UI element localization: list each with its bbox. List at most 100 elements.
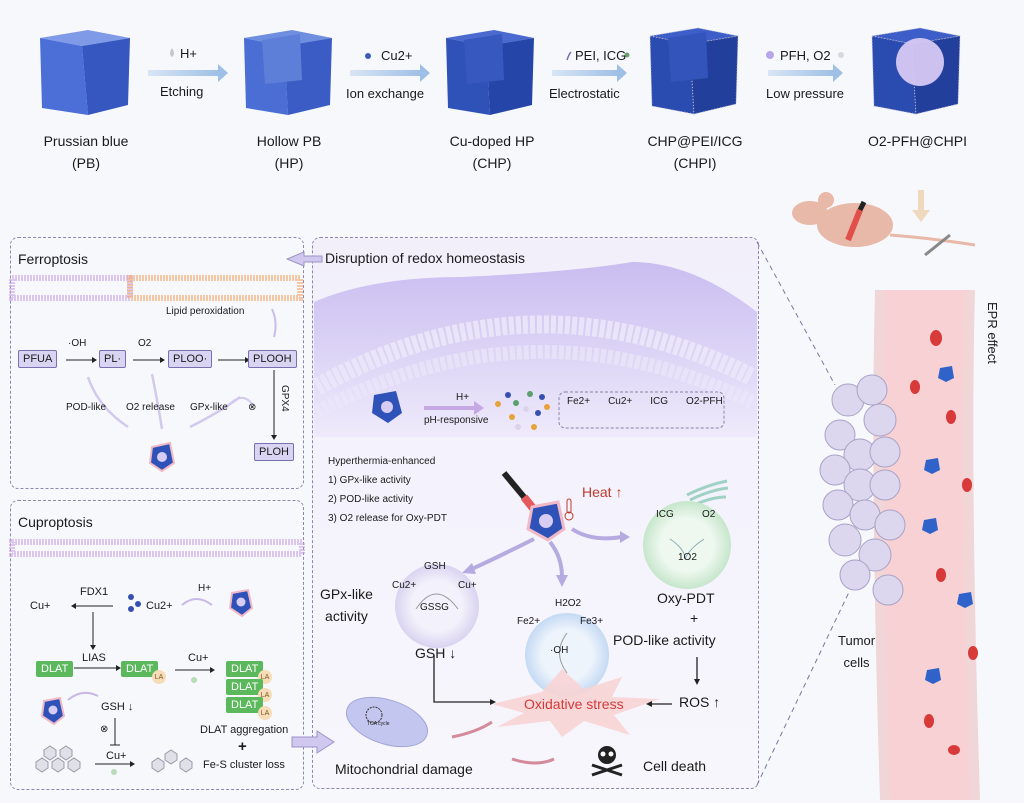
ion-legend-box: [558, 391, 725, 429]
membrane-band: [9, 539, 305, 557]
hyperthermia-heading: Hyperthermia-enhanced: [328, 456, 436, 467]
legend-o2pfh: O2-PFH: [686, 396, 723, 407]
cu-plus-label: Cu+: [30, 600, 51, 612]
arrow-to-ferroptosis: [285, 251, 323, 267]
pod-h2o2: H2O2: [555, 598, 582, 609]
pod-like-activity-label: POD-like activity: [613, 632, 716, 648]
arrow3-process: Electrostatic: [549, 86, 620, 101]
pdt-icg: ICG: [656, 509, 674, 520]
gpx4-label: GPX4: [279, 385, 290, 412]
node-pl: PL·: [99, 350, 127, 368]
dlat-aggregation-label: DLAT aggregation: [200, 724, 289, 736]
arrow1-reagent: H+: [180, 46, 197, 61]
pdt-circle: [643, 501, 731, 589]
heat-label: Heat ↑: [582, 484, 623, 500]
gpx-label-line: GPx-like: [320, 586, 373, 602]
ion-legend: Fe2+ Cu2+ ICG O2-PFH: [567, 396, 723, 407]
syringe-icon: [924, 233, 951, 257]
icg-dot-icon: [624, 52, 630, 58]
cuproptosis-title: Cuproptosis: [18, 514, 93, 530]
arrow4-process: Low pressure: [766, 86, 845, 101]
la-tag: LA: [258, 706, 272, 720]
driver-o2-release: O2 release: [126, 402, 175, 413]
edge-o2: O2: [138, 338, 152, 349]
cu-plus-label-2: Cu+: [188, 652, 209, 664]
node-plooh: PLOOH: [248, 350, 297, 368]
pei-strand-icon: [566, 51, 572, 61]
legend-fe2: Fe2+: [567, 396, 591, 407]
nanoparticle-icon: [372, 391, 402, 423]
nanoparticle-icon: [228, 588, 254, 618]
dlat-box: DLAT: [36, 661, 74, 677]
step-name: CHP@PEI/ICG: [647, 133, 743, 149]
fes-cluster-icon: [35, 745, 193, 773]
epr-effect-label: EPR effect: [985, 302, 1000, 364]
red-blood-cells: [910, 330, 978, 755]
golgi-icon: [686, 479, 729, 507]
arrow3-reagent: PEI, ICG: [575, 48, 627, 63]
step-chp-label: Cu-doped HP (CHP): [432, 130, 552, 174]
arrow-from-cuproptosis: [291, 730, 335, 754]
oxidative-stress-label: Oxidative stress: [524, 696, 624, 712]
mitochondrial-damage-label: Mitochondrial damage: [335, 761, 473, 777]
nanoparticle-icon: [526, 500, 566, 542]
o2-pfh-chpi-cube-icon: [871, 27, 961, 115]
gpx-cu1: Cu+: [458, 580, 477, 591]
nanoparticles-in-vessel: [922, 366, 973, 684]
step-hp-label: Hollow PB (HP): [234, 130, 344, 174]
tumor-label-line: cells: [843, 655, 870, 670]
step-o2pfh-label: O2-PFH@CHPI: [855, 130, 980, 152]
hyperthermia-list: Hyperthermia-enhanced 1) GPx-like activi…: [328, 452, 447, 528]
membrane-band: [9, 275, 133, 301]
fdx1-label: FDX1: [80, 586, 109, 598]
pdt-o2: O2: [702, 509, 716, 520]
step-abbr: (HP): [274, 155, 304, 171]
gsh-down-label: GSH ↓: [415, 645, 457, 661]
step-chpi-label: CHP@PEI/ICG (CHPI): [630, 130, 760, 174]
inhibit-icon: ⊗: [100, 724, 109, 735]
mitochondrion-icon: [345, 696, 429, 748]
ferroptosis-panel: [10, 237, 304, 489]
cuproptosis-panel: [10, 500, 304, 790]
pod-circle: [525, 613, 609, 697]
pod-fe3: Fe3+: [580, 616, 604, 627]
droplet-icon: [170, 48, 174, 57]
in-vivo-graphics: [792, 190, 980, 801]
nanoparticle-icon: [40, 696, 66, 726]
cu-doped-hp-cube-icon: [446, 30, 534, 115]
synthesis-graphics: [40, 27, 961, 115]
fes-cluster-loss-label: Fe-S cluster loss: [203, 759, 285, 771]
arrow4-reagent: PFH, O2: [780, 48, 831, 63]
synthesis-arrow-3: [552, 64, 627, 82]
peroxidized-membrane-band: [127, 275, 303, 301]
dlat-la-box: DLAT: [121, 661, 159, 677]
laser-icon: [501, 471, 527, 499]
gpx-gsh: GSH: [424, 561, 446, 572]
synthesis-arrow-4: [768, 64, 843, 82]
step-pb-label: Prussian blue (PB): [30, 130, 142, 174]
gpx-label-line: activity: [325, 608, 368, 624]
dlat-agg-3: DLAT: [226, 697, 264, 713]
hyperthermia-item: 3) O2 release for Oxy-PDT: [328, 513, 447, 524]
synthesis-arrow-2: [350, 64, 430, 82]
inhibit-icon: ⊗: [248, 402, 257, 413]
ferroptosis-title: Ferroptosis: [18, 251, 89, 267]
hollow-pb-cube-icon: [244, 30, 332, 115]
chpi-cube-icon: [649, 27, 739, 115]
redox-graphics: [285, 251, 757, 777]
prussian-blue-cube-icon: [40, 30, 130, 115]
h-plus-label: H+: [198, 583, 212, 594]
redox-title: Disruption of redox homeostasis: [325, 250, 525, 266]
injection-arrow-icon: [912, 190, 930, 222]
dlat-agg-1: DLAT: [226, 661, 264, 677]
tca-cycle-label: TCA cycle: [367, 721, 390, 727]
arrow1-process: Etching: [160, 84, 204, 99]
cuproptosis-graphics: [9, 539, 305, 775]
h-plus-label: H+: [456, 392, 470, 403]
ph-responsive-label: pH-responsive: [424, 415, 489, 426]
step-abbr: (CHP): [472, 155, 512, 171]
laser-icon: [857, 200, 867, 212]
arrow2-process: Ion exchange: [346, 86, 425, 101]
tca-cycle-icon: [365, 706, 383, 724]
pod-fe2: Fe2+: [517, 616, 541, 627]
